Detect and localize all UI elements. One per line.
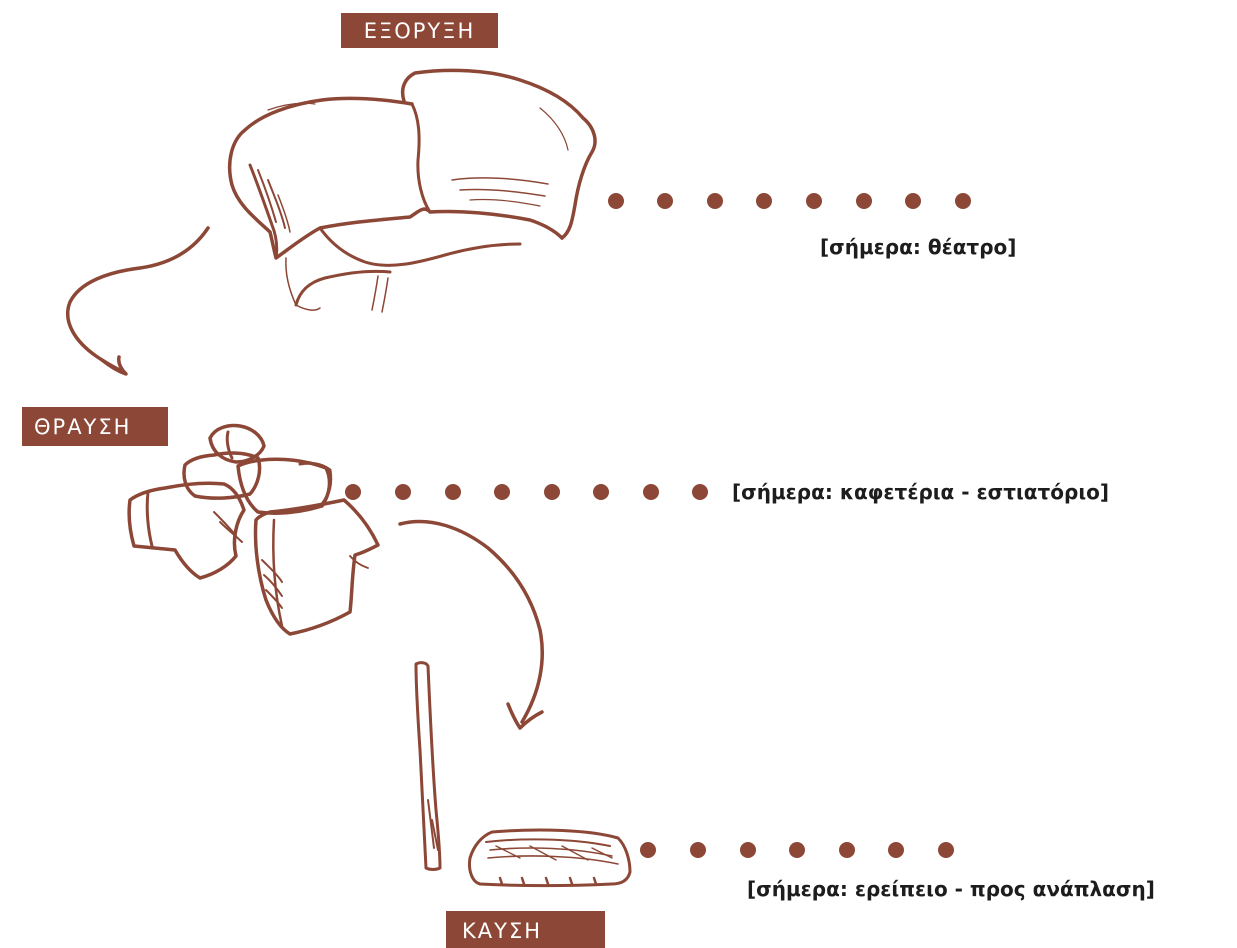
crushed-stones-illustration [129, 426, 378, 635]
dotted-leader-3 [640, 842, 954, 858]
stage-label-burning: ΚΑΥΣΗ [446, 911, 605, 948]
stage-note-crushing: [σήμερα: καφετέρια - εστιατόριο] [732, 482, 1109, 502]
stage-label-extraction: ΕΞΟΡΥΞΗ [341, 13, 498, 48]
dotted-leader-1 [608, 193, 971, 209]
kiln-illustration [416, 663, 630, 886]
arrow-2-to-3 [400, 521, 542, 728]
dotted-leader-2 [345, 484, 708, 500]
arrow-1-to-2 [68, 228, 208, 374]
stage-label-crushing: ΘΡΑΥΣΗ [22, 407, 168, 446]
quarry-illustration [230, 70, 595, 312]
stage-note-burning: [σήμερα: ερείπειο - προς ανάπλαση] [747, 879, 1155, 899]
stage-note-extraction: [σήμερα: θέατρο] [820, 237, 1016, 257]
